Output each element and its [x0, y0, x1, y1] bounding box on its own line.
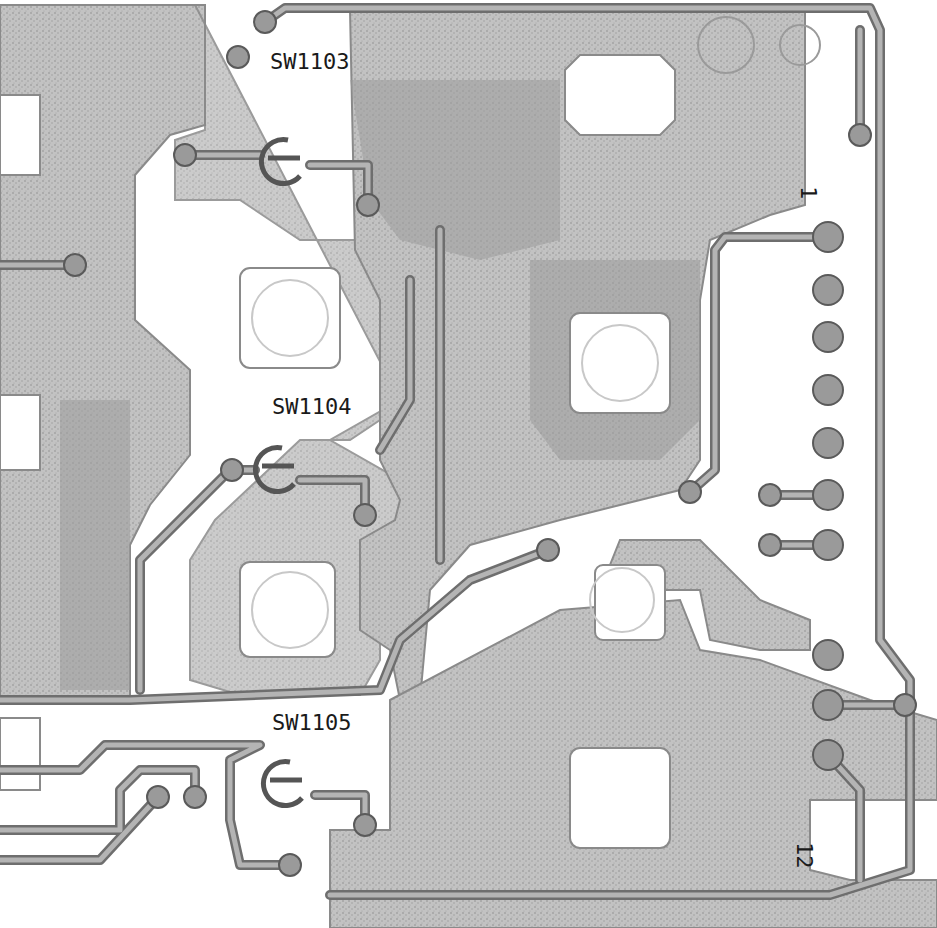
pin-number: 12 [793, 842, 815, 869]
pin-number: 1 [797, 186, 819, 199]
switch-designator: SW1103 [270, 51, 349, 73]
switch-designator: SW1104 [272, 396, 351, 418]
switch-designator: SW1105 [272, 712, 351, 734]
